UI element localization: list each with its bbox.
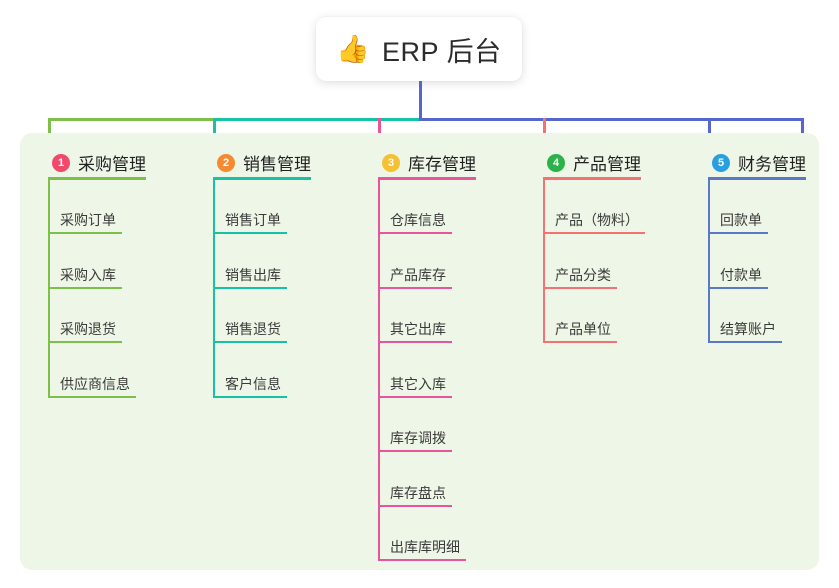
leaf-label-2-2: 销售出库 (225, 266, 281, 283)
leaf-rule-3-1 (378, 232, 452, 234)
column-header-rule-2 (213, 177, 311, 180)
column-badge-1: 1 (52, 153, 70, 172)
column-badge-5: 5 (712, 153, 730, 172)
bus-segment-2 (213, 118, 419, 121)
bus-segment-3 (419, 118, 804, 121)
column-title-4: 产品管理 (573, 155, 641, 174)
leaf-rule-2-1 (213, 232, 287, 234)
leaf-rule-3-2 (378, 286, 452, 289)
leaf-rule-1-1 (48, 232, 122, 234)
column-header-5[interactable]: 5 财务管理 (712, 150, 806, 175)
leaf-label-2-4: 客户信息 (225, 375, 281, 392)
column-title-1: 采购管理 (78, 155, 146, 174)
leaf-rule-5-3 (708, 341, 782, 343)
column-spine-1 (48, 180, 50, 398)
leaf-label-3-1: 仓库信息 (390, 212, 446, 228)
root-node-title: ERP 后台 (382, 36, 502, 67)
column-badge-2: 2 (217, 153, 235, 172)
leaf-label-3-7: 出库库明细 (390, 539, 460, 555)
column-spine-3 (378, 180, 380, 561)
leaf-rule-2-2 (213, 286, 287, 289)
thumbs-up-icon: 👍 (336, 33, 371, 64)
column-header-rule-1 (48, 177, 146, 180)
leaf-label-5-2: 付款单 (720, 266, 762, 283)
leaf-label-2-3: 销售退货 (225, 321, 281, 337)
leaf-label-1-4: 供应商信息 (60, 375, 130, 392)
column-title-5: 财务管理 (738, 155, 806, 174)
branch-drop-connector-3 (378, 118, 381, 146)
column-header-3[interactable]: 3 库存管理 (382, 150, 476, 175)
leaf-rule-5-2 (708, 286, 768, 289)
leaf-rule-4-3 (543, 341, 617, 343)
leaf-label-4-2: 产品分类 (555, 266, 611, 283)
root-node-card[interactable]: 👍 ERP 后台 (316, 17, 522, 81)
leaf-label-1-1: 采购订单 (60, 212, 116, 228)
column-title-2: 销售管理 (243, 155, 311, 174)
leaf-rule-1-4 (48, 395, 136, 398)
leaf-rule-3-5 (378, 450, 452, 452)
leaf-rule-5-1 (708, 232, 768, 234)
leaf-label-3-2: 产品库存 (390, 266, 446, 283)
leaf-rule-4-1 (543, 232, 645, 234)
leaf-rule-1-2 (48, 286, 122, 289)
leaf-label-3-5: 库存调拨 (390, 430, 446, 446)
leaf-label-3-6: 库存盘点 (390, 484, 446, 501)
leaf-rule-2-3 (213, 341, 287, 343)
leaf-label-5-3: 结算账户 (720, 321, 776, 337)
column-badge-4: 4 (547, 153, 565, 172)
leaf-label-3-3: 其它出库 (390, 321, 446, 337)
leaf-rule-3-6 (378, 504, 452, 507)
leaf-rule-2-4 (213, 395, 287, 398)
branches-panel (20, 133, 819, 570)
leaf-label-1-3: 采购退货 (60, 321, 116, 337)
column-header-rule-3 (378, 177, 476, 180)
leaf-label-1-2: 采购入库 (60, 266, 116, 283)
leaf-label-4-1: 产品（物料） (555, 212, 639, 228)
leaf-label-5-1: 回款单 (720, 212, 762, 228)
column-header-4[interactable]: 4 产品管理 (547, 150, 641, 175)
leaf-rule-4-2 (543, 286, 617, 289)
leaf-label-2-1: 销售订单 (225, 212, 281, 228)
column-header-rule-4 (543, 177, 641, 180)
leaf-rule-3-7 (378, 559, 466, 561)
column-header-1[interactable]: 1 采购管理 (52, 150, 146, 175)
column-header-rule-5 (708, 177, 806, 180)
column-spine-5 (708, 180, 710, 343)
column-title-3: 库存管理 (408, 155, 476, 174)
leaf-rule-3-3 (378, 341, 452, 343)
leaf-rule-1-3 (48, 341, 122, 343)
column-spine-4 (543, 180, 545, 343)
column-badge-3: 3 (382, 153, 400, 172)
column-header-2[interactable]: 2 销售管理 (217, 150, 311, 175)
leaf-label-4-3: 产品单位 (555, 321, 611, 337)
column-spine-2 (213, 180, 215, 398)
root-stem-connector (419, 81, 422, 121)
leaf-label-3-4: 其它入库 (390, 375, 446, 392)
branch-drop-connector-4 (543, 118, 546, 146)
leaf-rule-3-4 (378, 395, 452, 398)
bus-segment-1 (48, 118, 213, 121)
